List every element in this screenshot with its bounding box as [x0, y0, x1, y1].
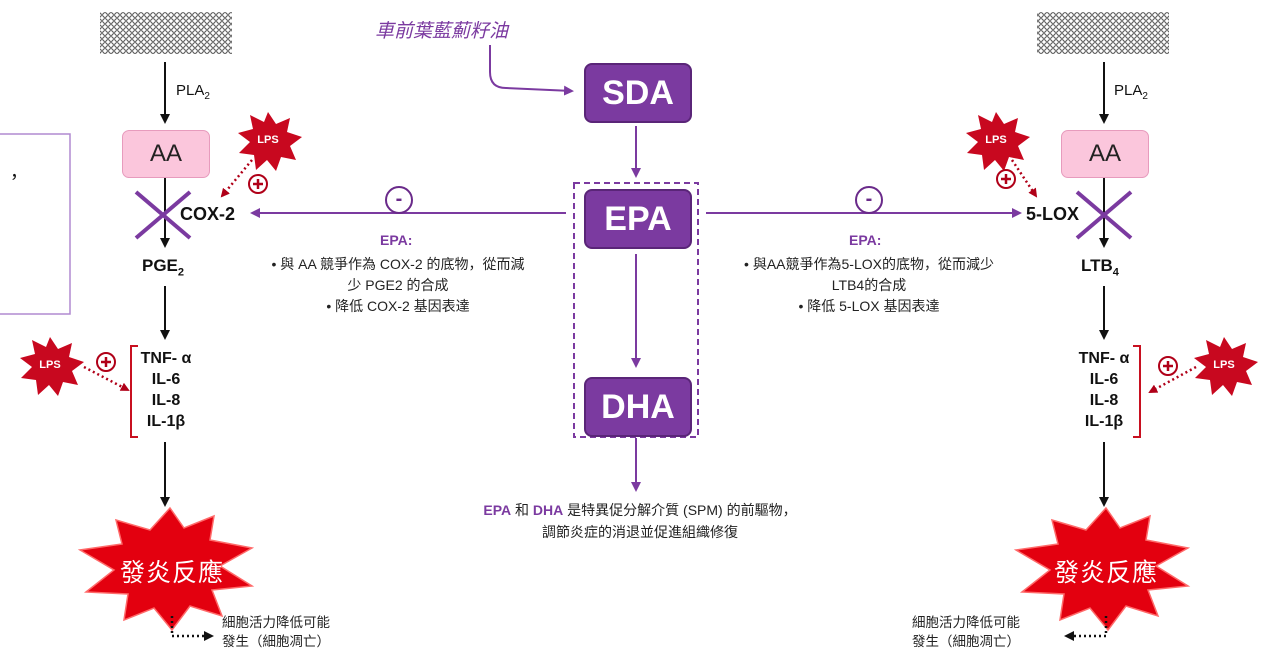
pla2-label-left: PLA2: [176, 82, 210, 102]
product-subscript: 4: [1112, 266, 1119, 279]
spm-description: EPA 和 DHA 是特異促分解介質 (SPM) 的前驅物， 調節炎症的消退並促…: [380, 499, 900, 543]
lps-burst-top-left-icon: [238, 112, 302, 171]
cell-text-line: 發生（細胞凋亡）: [912, 634, 1020, 649]
spm-line-2: 調節炎症的消退並促進組織修復: [542, 524, 738, 540]
epa-effect-line: • 降低 COX-2 基因表達: [326, 298, 470, 314]
lps-burst-bottom-right-icon: [1194, 337, 1258, 396]
cell-death-arrow-right: [1064, 616, 1108, 641]
lps-activation-arrow-top-left: [220, 159, 253, 198]
pla2-prefix: PLA: [1114, 82, 1143, 99]
cytokine-item: TNF- α: [140, 350, 192, 367]
cytokine-bracket-left: [130, 345, 138, 438]
product-main: PGE: [142, 256, 178, 275]
epa-effect-line: • 與 AA 競爭作為 COX-2 的底物，從而減: [271, 256, 525, 272]
spm-dha: DHA: [532, 502, 564, 518]
inflammation-burst-left-icon: [77, 506, 255, 632]
plus-icon: [248, 174, 268, 194]
cytokine-list-right: TNF- α IL-6 IL-8 IL-1β: [1074, 348, 1134, 432]
epa-box: EPA: [584, 189, 692, 249]
cytokine-list-left: TNF- α IL-6 IL-8 IL-1β: [136, 348, 196, 432]
aa-box-left: AA: [122, 130, 210, 178]
lps-activation-arrow-top-right: [1010, 159, 1038, 198]
epa-dha-dashed-box: [573, 182, 699, 438]
product-subscript: 2: [177, 266, 185, 279]
left-partial-textbox: [0, 133, 71, 315]
enzyme-cox2: COX-2: [180, 204, 236, 224]
pla2-subscript: 2: [204, 91, 210, 102]
epa-effect-line: • 降低 5-LOX 基因表達: [798, 298, 940, 314]
inhibition-x-left-icon: [134, 190, 192, 240]
cell-death-arrow-left: [170, 616, 214, 641]
lps-label: LPS: [985, 134, 1007, 146]
epa-title: EPA:: [849, 232, 882, 248]
cell-text-line: 細胞活力降低可能: [222, 615, 330, 630]
plus-icon: [1158, 356, 1178, 376]
inhibit-minus-right-icon: -: [855, 186, 883, 214]
epa-title: EPA:: [380, 232, 413, 248]
source-label: 車前葉藍薊籽油: [375, 20, 509, 42]
spm-rest: 是特異促分解介質 (SPM) 的前驅物，: [563, 502, 797, 518]
aa-box-right: AA: [1061, 130, 1149, 178]
membrane-left-icon: [100, 12, 232, 54]
inflammation-label: 發炎反應: [119, 558, 224, 587]
lps-label: LPS: [257, 134, 279, 146]
lps-activation-arrow-bottom-right: [1148, 365, 1197, 394]
enzyme-5lox: 5-LOX: [1026, 204, 1080, 224]
inflammation-burst-right-icon: [1013, 506, 1191, 632]
cytokine-item: IL-6: [1089, 371, 1119, 388]
lps-burst-top-right-icon: [966, 112, 1030, 171]
product-ltb4: LTB4: [1081, 256, 1119, 278]
cytokine-item: IL-8: [151, 392, 181, 409]
cytokine-item: IL-6: [151, 371, 181, 388]
left-partial-textbox-text: ，: [10, 162, 28, 182]
product-pge2: PGE2: [142, 256, 184, 278]
pla2-label-right: PLA2: [1114, 82, 1148, 102]
cell-text-line: 發生（細胞凋亡）: [222, 634, 330, 649]
epa-effect-line: LTB4的合成: [831, 277, 907, 293]
cell-viability-text-right: 細胞活力降低可能 發生（細胞凋亡）: [912, 613, 1020, 651]
lps-burst-bottom-left-icon: [20, 337, 84, 396]
cytokine-item: IL-1β: [1084, 413, 1124, 430]
cytokine-bracket-right: [1133, 345, 1141, 438]
spm-and: 和: [511, 502, 533, 518]
cytokine-item: IL-1β: [146, 413, 186, 430]
cytokine-item: IL-8: [1089, 392, 1119, 409]
arrow-source-to-sda: [489, 45, 574, 96]
epa-effect-line: 少 PGE2 的合成: [347, 277, 449, 293]
lps-label: LPS: [39, 359, 61, 371]
cytokine-item: TNF- α: [1078, 350, 1130, 367]
dha-box: DHA: [584, 377, 692, 437]
cell-text-line: 細胞活力降低可能: [912, 615, 1020, 630]
pla2-subscript: 2: [1142, 91, 1148, 102]
membrane-right-icon: [1037, 12, 1169, 54]
inflammation-label: 發炎反應: [1053, 558, 1158, 587]
plus-icon: [996, 169, 1016, 189]
spm-epa: EPA: [483, 502, 512, 518]
product-main: LTB: [1081, 256, 1113, 275]
sda-box: SDA: [584, 63, 692, 123]
epa-effects-cox2: • 與 AA 競爭作為 COX-2 的底物，從而減 少 PGE2 的合成 • 降…: [238, 254, 558, 317]
plus-icon: [96, 352, 116, 372]
epa-effects-5lox: • 與AA競爭作為5-LOX的底物，從而減少 LTB4的合成 • 降低 5-LO…: [704, 254, 1034, 317]
cell-viability-text-left: 細胞活力降低可能 發生（細胞凋亡）: [222, 613, 330, 651]
lps-label: LPS: [1213, 359, 1235, 371]
pla2-prefix: PLA: [176, 82, 205, 99]
lps-activation-arrow-bottom-left: [83, 365, 130, 392]
spm-line-1: EPA 和 DHA 是特異促分解介質 (SPM) 的前驅物，: [380, 499, 900, 521]
epa-effect-line: • 與AA競爭作為5-LOX的底物，從而減少: [744, 256, 994, 272]
inhibition-x-right-icon: [1075, 190, 1133, 240]
inhibit-minus-left-icon: -: [385, 186, 413, 214]
